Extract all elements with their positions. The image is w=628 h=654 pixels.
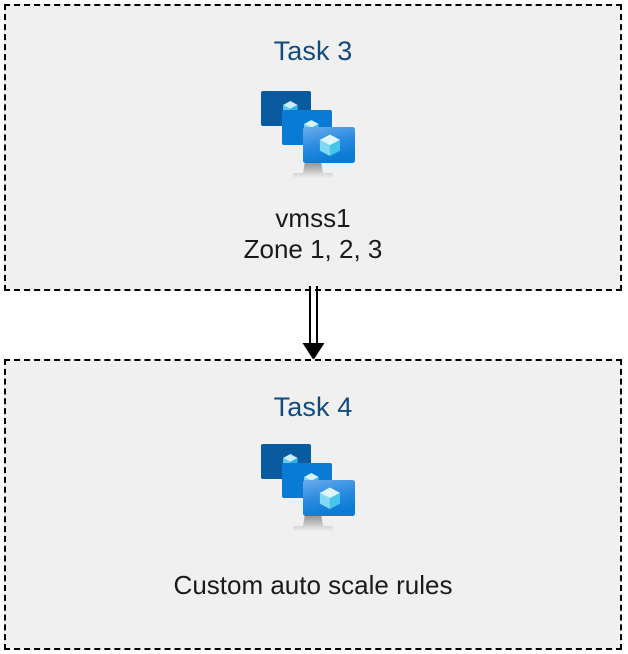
task3-title: Task 3 [273, 36, 353, 66]
task4-caption-line-1: Custom auto scale rules [173, 570, 453, 600]
task3-caption-line-1: vmss1 [275, 203, 351, 233]
task4-caption: Custom auto scale rules [174, 570, 453, 601]
task-node-task3[interactable]: Task 3 [4, 4, 622, 291]
task4-title: Task 4 [273, 392, 353, 422]
vmss-icon [259, 442, 367, 540]
vmss-icon [259, 89, 367, 187]
connector-task3-to-task4 [296, 286, 332, 362]
task-node-task4[interactable]: Task 4 [4, 359, 622, 650]
task3-caption: vmss1 Zone 1, 2, 3 [244, 203, 383, 265]
task3-caption-line-2: Zone 1, 2, 3 [243, 234, 383, 264]
